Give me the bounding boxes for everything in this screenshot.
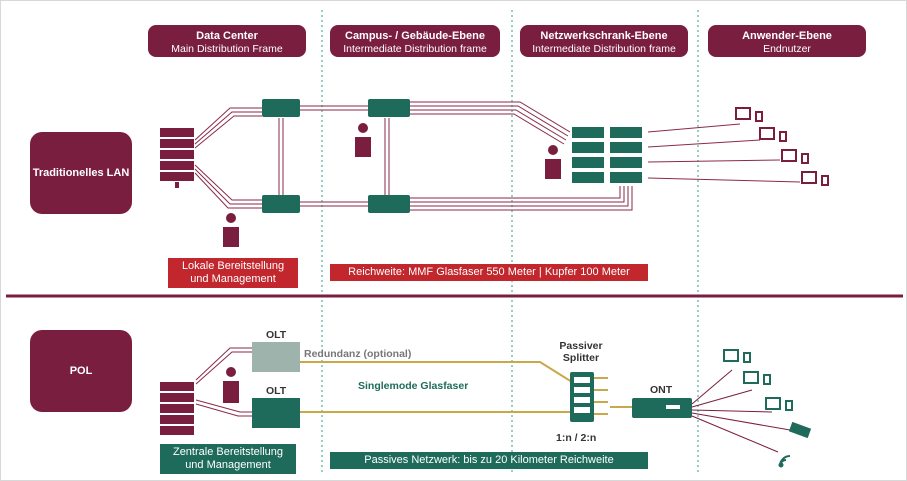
header-title: Campus- / Gebäude-Ebene bbox=[345, 30, 485, 42]
header-subtitle: Endnutzer bbox=[763, 43, 811, 55]
lan-links bbox=[194, 101, 801, 211]
reach-box: Reichweite: MMF Glasfaser 550 Meter | Ku… bbox=[330, 264, 648, 281]
header-title: Data Center bbox=[196, 30, 258, 42]
passive-splitter bbox=[570, 372, 594, 422]
row-label-pol: POL bbox=[30, 330, 132, 412]
row-label-lan: Traditionelles LAN bbox=[30, 132, 132, 214]
olt-top-label: OLT bbox=[266, 329, 287, 341]
passive-network-box: Passives Netzwerk: bis zu 20 Kilometer R… bbox=[330, 452, 648, 469]
wifi-icon bbox=[778, 455, 791, 468]
olt-bottom-label: OLT bbox=[266, 385, 287, 397]
header-title: Netzwerkschrank-Ebene bbox=[540, 30, 668, 42]
lan-server-rack bbox=[160, 128, 194, 188]
ont-device bbox=[632, 398, 692, 418]
header-title: Anwender-Ebene bbox=[742, 30, 832, 42]
camera-icon bbox=[788, 421, 812, 439]
pol-links bbox=[195, 347, 791, 453]
pol-user-devices bbox=[723, 349, 793, 411]
header-data-center: Data Center Main Distribution Frame bbox=[148, 25, 306, 57]
local-management-box: Lokale Bereitstellung und Management bbox=[168, 258, 298, 288]
pol-server-rack bbox=[160, 382, 194, 435]
central-management-box: Zentrale Bereitstellung und Management bbox=[160, 444, 296, 474]
lan-user-devices bbox=[735, 107, 829, 186]
header-campus: Campus- / Gebäude-Ebene Intermediate Dis… bbox=[330, 25, 500, 57]
fiber-label: Singlemode Glasfaser bbox=[358, 380, 469, 392]
column-dividers bbox=[321, 10, 699, 474]
header-user: Anwender-Ebene Endnutzer bbox=[708, 25, 866, 57]
olt-devices bbox=[252, 342, 300, 428]
lan-switches bbox=[262, 99, 642, 213]
splitter-label: Passiver Splitter bbox=[559, 340, 603, 364]
header-subtitle: Intermediate Distribution frame bbox=[343, 43, 487, 55]
splitter-ratio-label: 1:n / 2:n bbox=[556, 432, 597, 444]
header-subtitle: Main Distribution Frame bbox=[171, 43, 283, 55]
person-icons bbox=[223, 123, 561, 403]
redundancy-label: Redundanz (optional) bbox=[304, 348, 412, 360]
header-subtitle: Intermediate Distribution frame bbox=[532, 43, 676, 55]
header-cabinet: Netzwerkschrank-Ebene Intermediate Distr… bbox=[520, 25, 688, 57]
ont-label: ONT bbox=[650, 384, 673, 396]
